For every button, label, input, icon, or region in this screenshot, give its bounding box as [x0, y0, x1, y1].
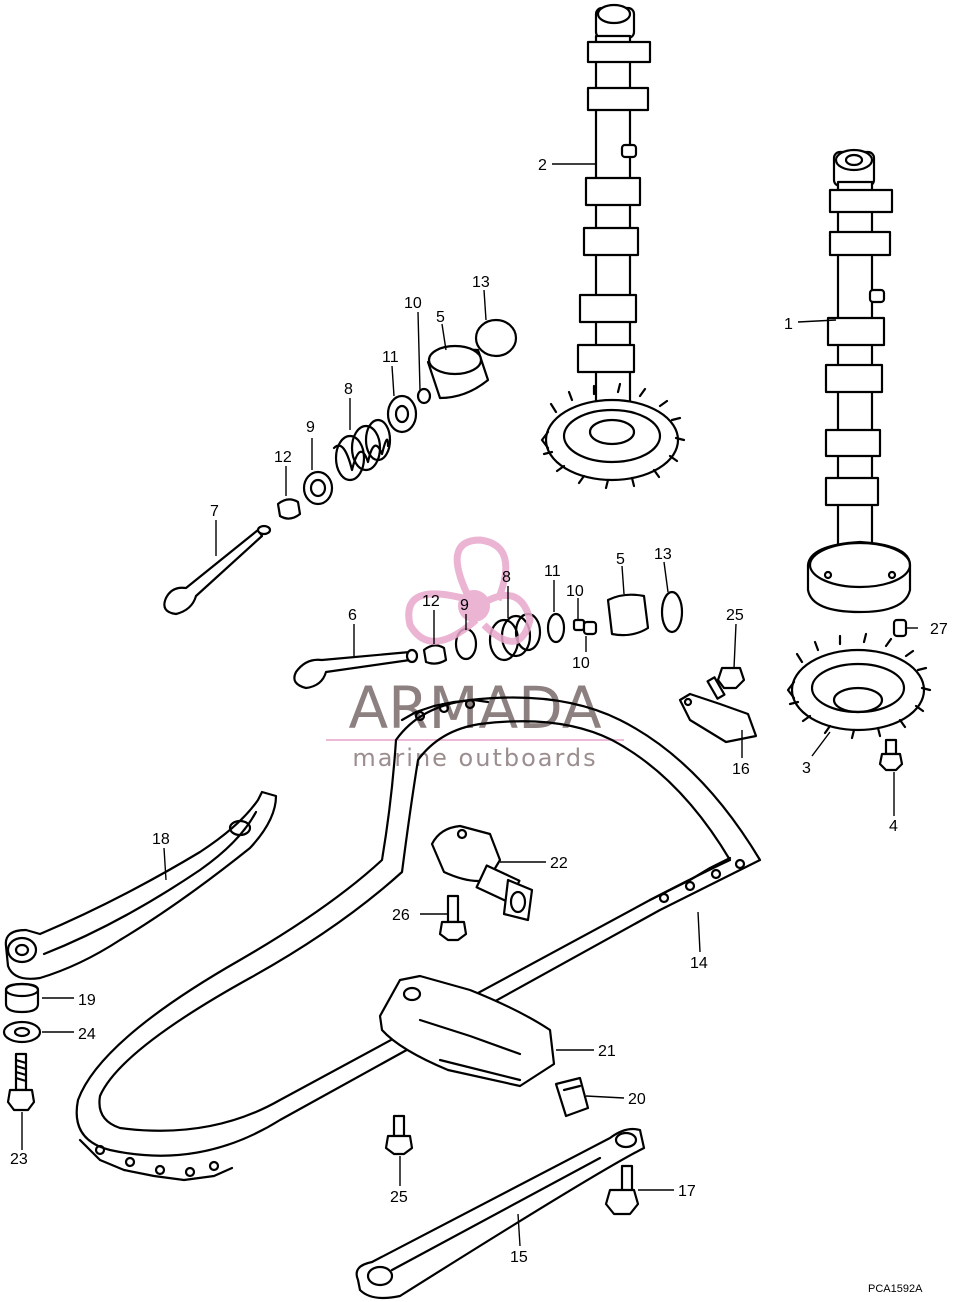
bolt-4: [878, 738, 904, 772]
callout-2: 2: [538, 157, 547, 174]
camshaft-intake: [806, 148, 912, 614]
chain-guide-tensioner-side: [4, 790, 278, 980]
callout-9-lower: 9: [460, 597, 469, 614]
lower-valve-set: [293, 590, 684, 690]
callout-4: 4: [889, 818, 898, 835]
callout-6: 6: [348, 607, 357, 624]
callout-14: 14: [690, 955, 708, 972]
callout-9-upper: 9: [306, 419, 315, 436]
camshaft-exhaust: [540, 3, 686, 490]
callout-18: 18: [152, 831, 170, 848]
callout-10-lower-b: 10: [572, 655, 590, 672]
callout-3: 3: [802, 760, 811, 777]
callout-13-upper: 13: [472, 274, 490, 291]
callout-5-lower: 5: [616, 551, 625, 568]
callout-25-upper: 25: [726, 607, 744, 624]
armada-logo: [405, 536, 534, 645]
bolt-23: [6, 1052, 36, 1112]
drawing-code: PCA1592A: [868, 1283, 923, 1295]
timing-chain: [75, 696, 762, 1182]
bolt-25-lower: [384, 1114, 414, 1156]
watermark-brand: ARMADA: [348, 674, 601, 742]
bracket-16: [678, 692, 758, 744]
callout-25-lower: 25: [390, 1189, 408, 1206]
washer-24: [2, 1020, 42, 1044]
callout-21: 21: [598, 1043, 616, 1060]
chain-tensioner: [430, 824, 534, 922]
chain-guide-upper: [378, 974, 556, 1088]
callout-11-lower: 11: [544, 563, 561, 580]
bolt-17: [604, 1164, 640, 1216]
damper-20: [554, 1076, 590, 1118]
callout-11-upper: 11: [382, 349, 399, 366]
bolt-25-upper: [706, 666, 746, 700]
watermark-tagline: marine outboards: [352, 744, 597, 772]
callout-7: 7: [210, 503, 219, 520]
callout-12-lower: 12: [422, 593, 440, 610]
leader-lines: [21, 163, 918, 1247]
callout-10-lower-a: 10: [566, 583, 584, 600]
callout-26: 26: [392, 907, 410, 924]
callout-1: 1: [784, 316, 793, 333]
collar-19: [4, 982, 40, 1014]
upper-valve-set: [163, 318, 518, 616]
callout-12-upper: 12: [274, 449, 292, 466]
callout-23: 23: [10, 1151, 28, 1168]
callout-8-lower: 8: [502, 569, 511, 586]
dowel-pin: [892, 618, 908, 638]
callout-10-upper: 10: [404, 295, 422, 312]
callout-16: 16: [732, 761, 750, 778]
callout-17: 17: [678, 1183, 696, 1200]
callout-22: 22: [550, 855, 568, 872]
callout-8-upper: 8: [344, 381, 353, 398]
callout-13-lower: 13: [654, 546, 672, 563]
callout-15: 15: [510, 1249, 528, 1266]
callout-5-upper: 5: [436, 309, 445, 326]
callout-27: 27: [930, 621, 948, 638]
callout-24: 24: [78, 1026, 96, 1043]
callout-20: 20: [628, 1091, 646, 1108]
chain-guide-lower: [355, 1127, 646, 1300]
camshaft-sprocket: [786, 632, 932, 740]
callout-19: 19: [78, 992, 96, 1009]
bolt-26: [438, 894, 468, 942]
